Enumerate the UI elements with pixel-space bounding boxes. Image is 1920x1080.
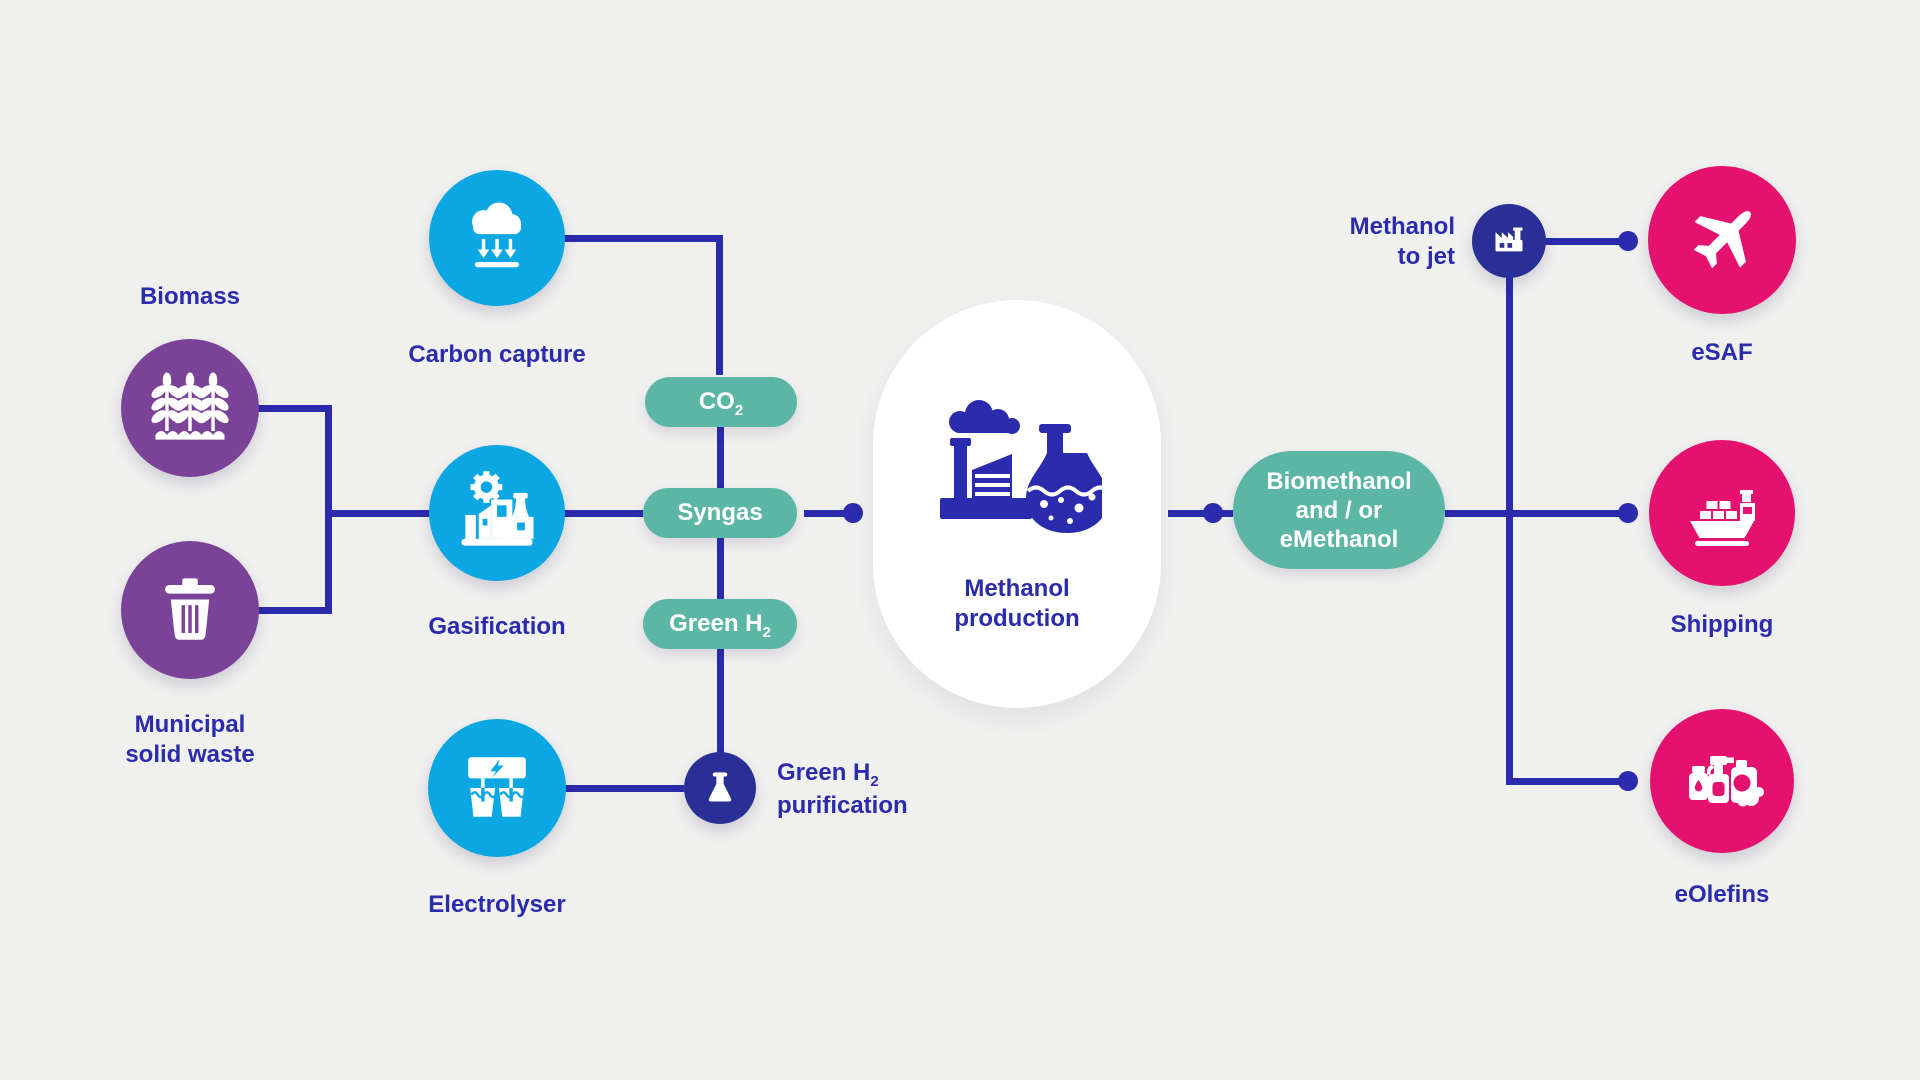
biomass-node (121, 339, 259, 477)
electrolyser-label: Electrolyser (428, 891, 566, 918)
cleaning-products-icon (1689, 756, 1764, 807)
green-h2-pill: Green H2 (643, 599, 797, 649)
connector-line (716, 538, 724, 600)
ship-icon (1690, 490, 1755, 546)
airplane-icon (1693, 211, 1751, 269)
esaf-node (1648, 166, 1796, 314)
connector-line (1545, 237, 1628, 245)
gasification-icon (461, 471, 534, 546)
electrolyser-node (428, 719, 566, 857)
connector-line (256, 606, 332, 614)
connector-dot (1203, 503, 1223, 523)
connector-dot (1618, 231, 1638, 251)
eolefins-label: eOlefins (1674, 881, 1770, 908)
connector-line (324, 404, 332, 614)
connector-dot (1618, 503, 1638, 523)
factory-icon (1495, 227, 1523, 252)
flask-icon (708, 772, 732, 802)
carbon-capture-icon (472, 202, 521, 268)
green-h2-purification-label: Green H2 purification (777, 759, 908, 819)
connector-line (562, 784, 684, 792)
trash-icon (165, 578, 215, 640)
connector-line (324, 509, 433, 517)
connector-line (1168, 509, 1233, 517)
syngas-pill: Syngas (643, 488, 797, 538)
connector-line (560, 234, 723, 242)
methanol-production-node (873, 300, 1161, 708)
eolefins-node (1650, 709, 1794, 853)
biomass-label: Biomass (139, 283, 241, 310)
connector-dot (1618, 771, 1638, 791)
connector-line (1445, 509, 1628, 517)
connector-dot (843, 503, 863, 523)
esaf-label: eSAF (1691, 339, 1753, 366)
municipal-solid-waste-node (121, 541, 259, 679)
connector-line (256, 404, 332, 412)
biomethanol-pill: Biomethanol and / or eMethanol (1233, 451, 1445, 569)
gasification-label: Gasification (428, 613, 566, 640)
wheat-icon (151, 372, 229, 440)
methanol-to-jet-label: Methanol to jet (1349, 213, 1455, 270)
electrolyser-icon (468, 757, 526, 817)
methanol-to-jet-node (1472, 204, 1546, 278)
connector-line (716, 427, 724, 489)
shipping-node (1649, 440, 1795, 586)
carbon-capture-label: Carbon capture (408, 341, 586, 368)
connector-line (561, 509, 643, 517)
co2-pill: CO2 (645, 377, 797, 427)
connector-line (804, 509, 853, 517)
methanol-production-label: Methanol production (954, 575, 1080, 632)
green-h2-purification-node (684, 752, 756, 824)
connector-line (1505, 277, 1513, 785)
connector-line (715, 234, 723, 375)
connector-line (716, 648, 724, 753)
carbon-capture-node (429, 170, 565, 306)
gasification-node (429, 445, 565, 581)
methanol-production-icon (940, 400, 1102, 533)
connector-line (1505, 777, 1629, 785)
municipal-solid-waste-label: Municipal solid waste (125, 711, 255, 768)
shipping-label: Shipping (1670, 611, 1774, 638)
